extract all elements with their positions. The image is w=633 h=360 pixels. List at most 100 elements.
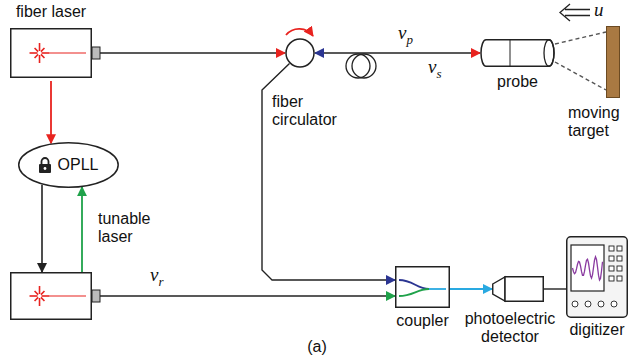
drawing-stroke bbox=[609, 276, 614, 281]
component-label: tunable laser bbox=[98, 210, 170, 246]
drawing-stroke bbox=[567, 237, 628, 318]
node-opll-ellipse: OPLL bbox=[18, 142, 119, 188]
drawing-stroke bbox=[35, 297, 39, 301]
circulator-symbol bbox=[285, 38, 315, 68]
drawing-stroke bbox=[572, 301, 578, 307]
drawing-stroke bbox=[607, 27, 620, 98]
fiber-port bbox=[92, 290, 100, 302]
component-label: fiber circulator bbox=[272, 93, 354, 129]
drawing-stroke bbox=[30, 295, 38, 297]
node-laser-box: tunable laser bbox=[10, 272, 92, 320]
component-label: fiber laser bbox=[0, 3, 102, 21]
drawing-stroke bbox=[481, 40, 554, 67]
fiber-coil bbox=[352, 54, 376, 78]
frequency-symbol: νs bbox=[428, 58, 442, 83]
drawing-stroke bbox=[609, 256, 614, 261]
node-detector-symbol: photoelectric detector bbox=[492, 276, 544, 302]
drawing-stroke bbox=[617, 266, 622, 271]
drawing-stroke bbox=[41, 297, 45, 301]
drawing-stroke bbox=[11, 29, 92, 78]
drawing-stroke bbox=[41, 48, 45, 52]
laser-box bbox=[10, 28, 92, 78]
node-label: OPLL bbox=[58, 156, 99, 174]
drawing-stroke bbox=[505, 277, 543, 302]
drawing-stroke bbox=[617, 246, 622, 251]
component-label: probe bbox=[480, 73, 555, 91]
drawing-stroke bbox=[585, 301, 591, 307]
drawing-stroke bbox=[617, 256, 622, 261]
node-target-plate: moving target bbox=[606, 26, 620, 98]
velocity-arrow bbox=[560, 4, 590, 21]
node-circulator-symbol: fiber circulator bbox=[285, 38, 315, 68]
drawing-stroke bbox=[18, 143, 117, 188]
fiber-connector bbox=[92, 52, 285, 53]
panel-caption: (a) bbox=[300, 338, 334, 356]
drawing-stroke bbox=[544, 40, 554, 67]
drawing-stroke bbox=[399, 280, 429, 289]
drawing-stroke bbox=[399, 289, 429, 296]
drawing-stroke bbox=[11, 273, 92, 320]
lock-icon bbox=[38, 156, 52, 174]
drawing-stroke bbox=[41, 54, 45, 58]
component-label: photoelectric detector bbox=[458, 310, 562, 346]
fiber-connector bbox=[50, 81, 52, 143]
beam-line bbox=[555, 62, 606, 90]
oscilloscope-symbol bbox=[566, 236, 628, 318]
fiber-connector bbox=[81, 187, 83, 272]
circulation-arrow bbox=[286, 29, 313, 36]
fiber-connector bbox=[262, 64, 395, 281]
drawing-stroke bbox=[611, 301, 617, 307]
signal-trace bbox=[573, 257, 603, 280]
drawing-stroke bbox=[50, 295, 86, 296]
drawing-stroke bbox=[42, 295, 50, 297]
drawing-stroke bbox=[35, 54, 39, 58]
fiber-coil bbox=[346, 54, 370, 78]
fiber-connector bbox=[41, 185, 43, 272]
node-coupler-box: coupler bbox=[395, 266, 450, 308]
coupler-box bbox=[395, 266, 450, 308]
drawing-stroke bbox=[598, 301, 604, 307]
fiber-connector bbox=[544, 288, 566, 289]
drawing-stroke bbox=[35, 291, 39, 295]
drawing-stroke bbox=[35, 48, 39, 52]
laser-box bbox=[10, 272, 92, 320]
drawing-stroke bbox=[493, 277, 505, 301]
drawing-stroke bbox=[571, 245, 604, 291]
component-label: moving target bbox=[568, 104, 630, 140]
fiber-connector bbox=[315, 52, 480, 53]
node-oscilloscope-symbol: digitizer bbox=[566, 236, 628, 318]
drawing-stroke bbox=[30, 52, 38, 54]
drawing-stroke bbox=[39, 43, 41, 51]
drawing-stroke bbox=[429, 288, 446, 290]
fiber-connector bbox=[92, 295, 395, 296]
node-content: OPLL bbox=[18, 142, 119, 188]
node-probe-symbol: probe bbox=[480, 39, 555, 67]
drawing-stroke bbox=[41, 158, 48, 164]
fiber-port bbox=[92, 47, 100, 59]
detector-symbol bbox=[492, 276, 544, 302]
drawing-stroke bbox=[42, 52, 50, 54]
component-label: digitizer bbox=[562, 321, 632, 339]
drawing-stroke bbox=[39, 298, 41, 306]
frequency-symbol: νp bbox=[398, 24, 413, 49]
frequency-symbol: νr bbox=[150, 266, 164, 291]
drawing-stroke bbox=[39, 164, 51, 173]
fiber-connector bbox=[555, 32, 606, 44]
drawing-stroke bbox=[286, 39, 314, 67]
drawing-stroke bbox=[39, 55, 41, 63]
drawing-stroke bbox=[609, 266, 614, 271]
target-plate bbox=[606, 26, 620, 98]
fiber-connector bbox=[450, 288, 492, 290]
drawing-stroke bbox=[609, 246, 614, 251]
velocity-symbol: u bbox=[594, 1, 604, 19]
drawing-stroke bbox=[617, 276, 622, 281]
drawing-stroke bbox=[43, 167, 46, 170]
probe-symbol bbox=[480, 39, 555, 67]
drawing-stroke bbox=[50, 52, 86, 53]
drawing-stroke bbox=[39, 286, 41, 294]
drawing-stroke bbox=[41, 291, 45, 295]
node-laser-box: fiber laser bbox=[10, 28, 92, 78]
drawing-stroke bbox=[396, 267, 450, 308]
component-label: coupler bbox=[385, 312, 460, 330]
